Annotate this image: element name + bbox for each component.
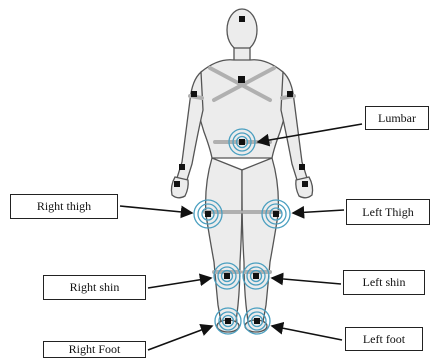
right-foot-sensor (225, 318, 231, 324)
left-leg (242, 158, 278, 322)
left-wrist-sensor (299, 164, 305, 170)
right-leg (206, 158, 242, 322)
right-thigh-sensor (205, 211, 211, 217)
right-foot-arrow (148, 326, 212, 350)
right-shin-arrow (148, 278, 211, 288)
label-right-thigh: Right thigh (10, 194, 118, 219)
left-arm (281, 72, 307, 180)
left-shin-sensor (253, 273, 259, 279)
chest-sensor (238, 76, 245, 83)
label-right-foot: Right Foot (43, 341, 146, 358)
right-thigh-arrow (120, 206, 192, 213)
right-arm (177, 72, 203, 180)
left-foot-arrow (272, 326, 342, 340)
left-thigh-arrow (293, 210, 344, 213)
left-foot-sensor (254, 318, 260, 324)
right-wrist-sensor (179, 164, 185, 170)
right-shin-sensor (224, 273, 230, 279)
left-hand-sensor (302, 181, 308, 187)
label-right-shin: Right shin (43, 275, 146, 300)
label-lumbar: Lumbar (365, 106, 429, 130)
head (227, 9, 257, 51)
label-left-thigh: Left Thigh (346, 199, 430, 225)
left-thigh-sensor (273, 211, 279, 217)
lumbar-sensor (239, 139, 245, 145)
human-figure (171, 9, 312, 332)
right-hand-sensor (174, 181, 180, 187)
left-shin-arrow (272, 278, 341, 284)
head-sensor (239, 16, 245, 22)
right-hand (171, 177, 188, 198)
label-left-shin: Left shin (343, 270, 425, 295)
right-shoulder-sensor (191, 91, 197, 97)
left-shoulder-sensor (287, 91, 293, 97)
left-hand (296, 177, 313, 198)
label-left-foot: Left foot (345, 327, 423, 351)
